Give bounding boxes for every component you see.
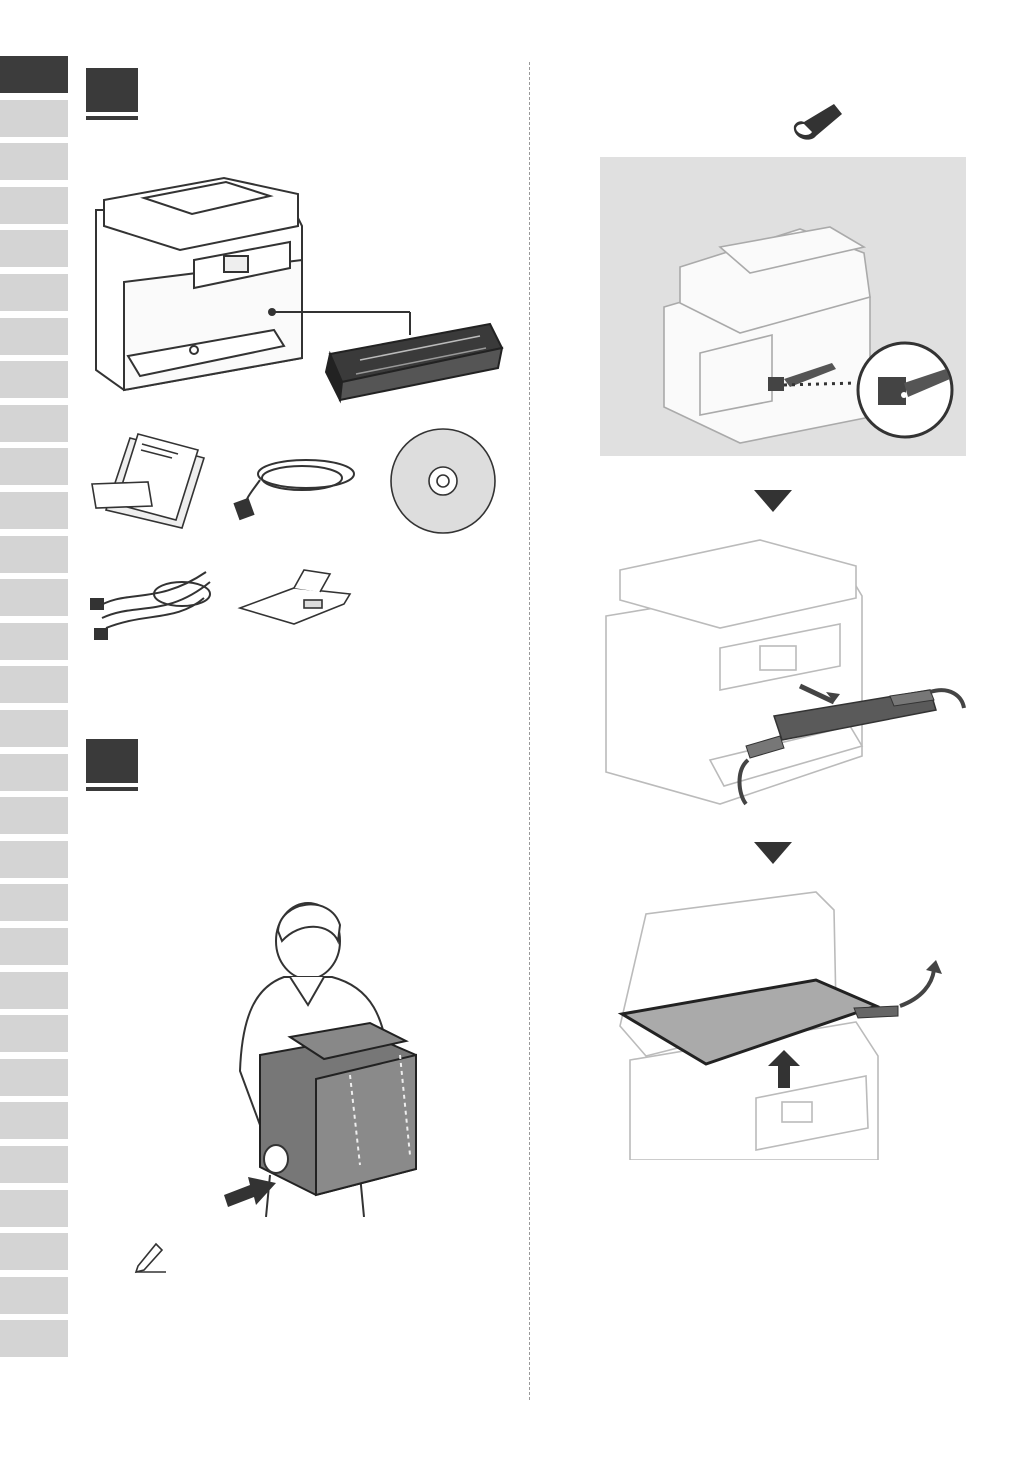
language-tab[interactable]	[0, 143, 68, 180]
language-tab[interactable]	[0, 623, 68, 660]
language-tab[interactable]	[0, 928, 68, 965]
accessory-part-illustration	[234, 564, 356, 628]
language-tab[interactable]	[0, 1102, 68, 1139]
cd-rom-illustration	[388, 426, 498, 536]
step-2-marker	[86, 739, 138, 787]
language-tab[interactable]	[0, 361, 68, 398]
language-tab[interactable]	[0, 884, 68, 921]
manuals-illustration	[86, 432, 212, 532]
language-tab[interactable]	[0, 797, 68, 834]
language-tab[interactable]	[0, 56, 68, 93]
language-tab[interactable]	[0, 492, 68, 529]
column-divider	[529, 62, 530, 1400]
language-tab[interactable]	[0, 1233, 68, 1270]
remove-tape-from-tray-illustration	[600, 536, 976, 814]
person-carrying-printer-illustration	[220, 895, 430, 1217]
language-tab[interactable]	[0, 1059, 68, 1096]
telephone-cable-illustration	[86, 558, 218, 644]
language-tab[interactable]	[0, 666, 68, 703]
printer-with-toner-illustration	[84, 170, 514, 410]
power-cord-illustration	[230, 444, 360, 524]
language-tab[interactable]	[0, 536, 68, 573]
language-tab[interactable]	[0, 187, 68, 224]
language-tab[interactable]	[0, 274, 68, 311]
tape-icon	[790, 102, 846, 146]
language-tab[interactable]	[0, 754, 68, 791]
language-tab[interactable]	[0, 1015, 68, 1052]
language-tab[interactable]	[0, 710, 68, 747]
down-arrow-icon	[754, 490, 792, 512]
language-tab[interactable]	[0, 405, 68, 442]
language-tab[interactable]	[0, 1146, 68, 1183]
remove-sheet-from-glass-illustration	[606, 888, 950, 1160]
pencil-note-icon	[132, 1238, 168, 1274]
language-tab[interactable]	[0, 579, 68, 616]
language-tab[interactable]	[0, 100, 68, 137]
down-arrow-icon	[754, 842, 792, 864]
language-tab[interactable]	[0, 972, 68, 1009]
language-tab[interactable]	[0, 1190, 68, 1227]
language-tab[interactable]	[0, 1320, 68, 1357]
language-tab[interactable]	[0, 1277, 68, 1314]
language-tab[interactable]	[0, 230, 68, 267]
printer-tape-location-illustration	[600, 157, 966, 456]
step-1-marker	[86, 68, 138, 116]
language-tab[interactable]	[0, 841, 68, 878]
language-tab[interactable]	[0, 318, 68, 355]
language-tab[interactable]	[0, 448, 68, 485]
